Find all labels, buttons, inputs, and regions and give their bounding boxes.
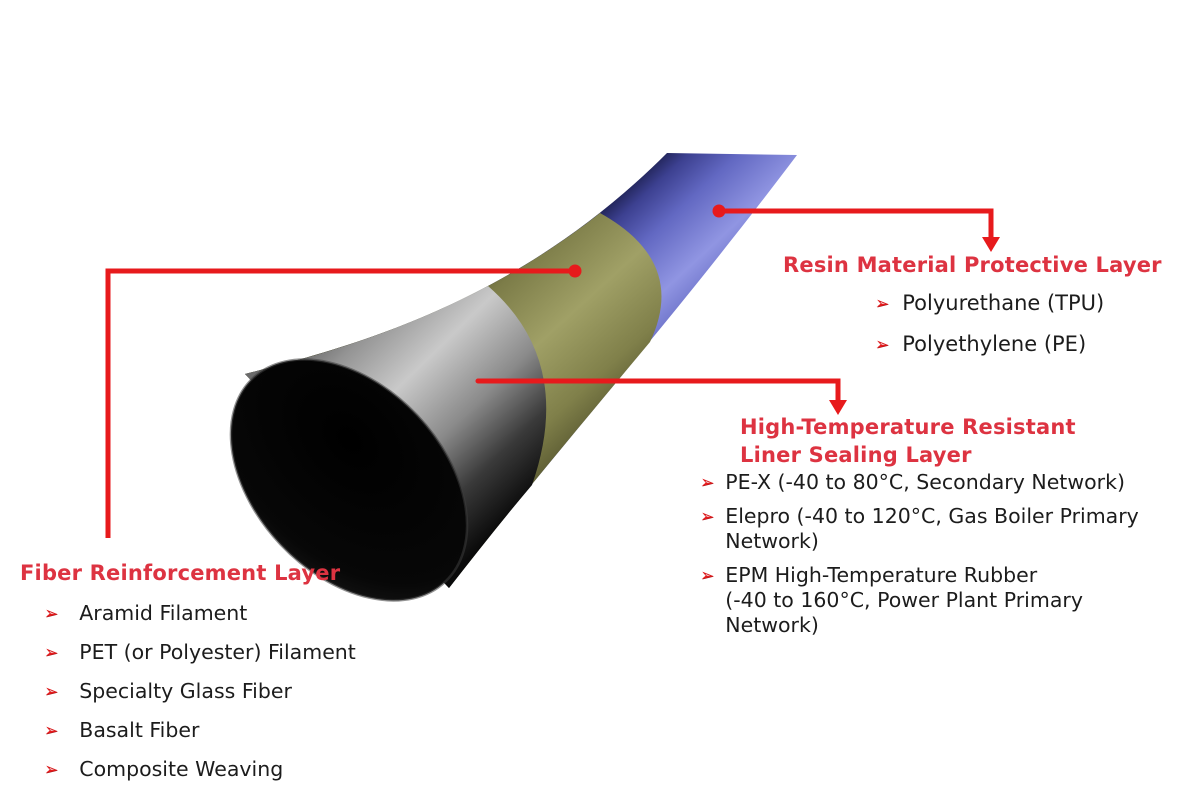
material-item: ➢ Polyethylene (PE) [874, 330, 1104, 358]
material-item-label: Composite Weaving [79, 757, 284, 781]
arrowhead-bullet-icon: ➢ [874, 334, 890, 356]
material-item: ➢ EPM High-Temperature Rubber (-40 to 16… [699, 563, 1200, 638]
pipe-bore-face [229, 358, 469, 602]
material-item-label: Aramid Filament [79, 601, 248, 625]
resin-layer-items: ➢ Polyurethane (TPU) ➢ Polyethylene (PE) [874, 289, 1105, 371]
material-item: ➢ Specialty Glass Fiber [43, 678, 356, 705]
resin-layer-title: Resin Material Protective Layer [783, 253, 1162, 277]
material-item: ➢ Basalt Fiber [43, 717, 356, 744]
material-item-label: Specialty Glass Fiber [79, 679, 292, 703]
material-item-label: Basalt Fiber [79, 718, 200, 742]
arrowhead-bullet-icon: ➢ [43, 759, 59, 781]
fiber-layer-callout [105, 264, 582, 538]
fiber-layer-items: ➢ Aramid Filament ➢ PET (or Polyester) F… [43, 600, 356, 795]
material-item-label: EPM High-Temperature Rubber (-40 to 160°… [725, 563, 1083, 637]
liner-layer-title: High-Temperature Resistant Liner Sealing… [740, 415, 1076, 467]
fiber-layer-title: Fiber Reinforcement Layer [20, 561, 341, 585]
material-item-label: Polyethylene (PE) [902, 332, 1087, 356]
liner-layer-callout [475, 378, 847, 415]
material-item-label: PE-X (-40 to 80°C, Secondary Network) [725, 470, 1125, 494]
arrowhead-bullet-icon: ➢ [43, 720, 59, 742]
material-item-label: Polyurethane (TPU) [902, 291, 1105, 315]
material-item: ➢ Elepro (-40 to 120°C, Gas Boiler Prima… [699, 504, 1200, 554]
material-item: ➢ PET (or Polyester) Filament [43, 639, 356, 666]
arrowhead-bullet-icon: ➢ [699, 506, 715, 528]
material-item: ➢ PE-X (-40 to 80°C, Secondary Network) [699, 470, 1200, 495]
arrowhead-bullet-icon: ➢ [699, 565, 715, 587]
liner-callout-arrowhead-icon [829, 400, 847, 415]
material-item: ➢ Polyurethane (TPU) [874, 289, 1105, 317]
fiber-callout-line [105, 268, 575, 538]
material-item: ➢ Composite Weaving [43, 756, 356, 783]
liner-layer-items: ➢ PE-X (-40 to 80°C, Secondary Network) … [699, 470, 1200, 647]
material-item-label: PET (or Polyester) Filament [79, 640, 356, 664]
arrowhead-bullet-icon: ➢ [699, 472, 715, 494]
arrowhead-bullet-icon: ➢ [43, 681, 59, 703]
arrowhead-bullet-icon: ➢ [43, 603, 59, 625]
arrowhead-bullet-icon: ➢ [874, 293, 890, 315]
arrowhead-bullet-icon: ➢ [43, 642, 59, 664]
material-item: ➢ Aramid Filament [43, 600, 356, 627]
resin-callout-line [719, 208, 994, 238]
resin-layer-callout [712, 204, 1000, 252]
liner-callout-line [475, 378, 841, 404]
material-item-label: Elepro (-40 to 120°C, Gas Boiler Primary… [725, 504, 1139, 553]
resin-callout-arrowhead-icon [982, 237, 1000, 252]
